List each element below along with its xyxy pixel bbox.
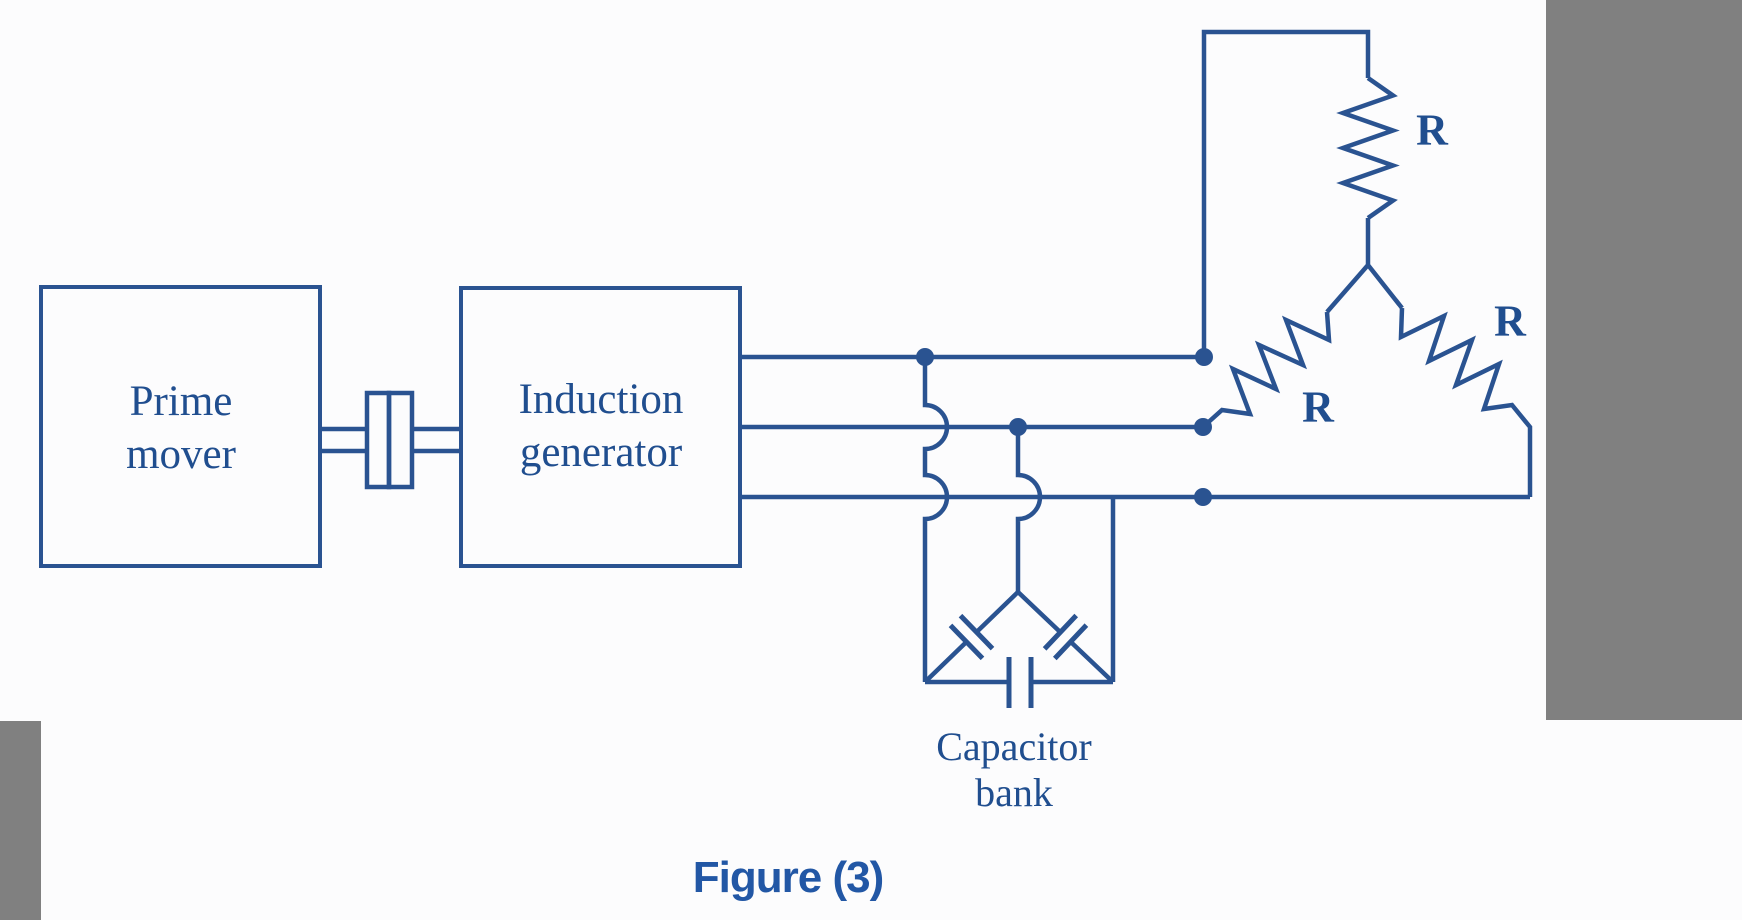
capacitor-symbol-bottom: [1006, 657, 1034, 708]
capacitor-bank-label: Capacitor bank: [936, 724, 1092, 816]
junction-dot-phase1-capacitor: [916, 348, 934, 366]
shaft-lines: [320, 426, 461, 454]
induction-generator-label-line2: generator: [519, 429, 683, 476]
prime-mover-label-line2: mover: [126, 431, 236, 478]
junction-dot-phase3: [1194, 488, 1212, 506]
wye-center-wires: [1325, 218, 1404, 314]
capacitor-wire-middle: [1015, 427, 1043, 592]
prime-mover-label: Prime mover: [126, 375, 236, 481]
induction-generator-label-line1: Induction: [518, 376, 684, 423]
prime-mover-label-line1: Prime: [129, 378, 233, 425]
junction-dot-phase2-load: [1194, 418, 1212, 436]
scan-bar-right: [1546, 0, 1742, 720]
coupling-flange-left: [364, 390, 392, 490]
capacitor-branch-right-wire: [1016, 590, 1115, 684]
resistor-label-top: R: [1416, 105, 1448, 155]
resistor-top: [1336, 76, 1400, 220]
capacitor-bank-label-line2: bank: [975, 770, 1053, 815]
capacitor-symbol-left: [948, 613, 995, 661]
resistor-right: [1398, 307, 1533, 497]
scan-bar-bottom-left: [0, 721, 41, 920]
capacitor-wire-left: [922, 357, 950, 682]
capacitor-symbol-right: [1042, 613, 1089, 661]
load-feeder-top-wire: [1201, 29, 1371, 357]
coupling-flange-right: [386, 390, 415, 490]
resistor-label-right: R: [1494, 296, 1526, 346]
prime-mover-box: [39, 285, 322, 568]
induction-generator-label: Induction generator: [519, 373, 684, 479]
capacitor-branch-left-wire: [923, 590, 1020, 684]
capacitor-bank-label-line1: Capacitor: [936, 724, 1092, 769]
figure-caption: Figure (3): [692, 853, 884, 902]
resistor-label-middle: R: [1302, 382, 1334, 432]
junction-dot-phase2-capacitor: [1009, 418, 1027, 436]
junction-dot-phase1-load: [1195, 348, 1213, 366]
resistor-left: [1201, 311, 1332, 429]
